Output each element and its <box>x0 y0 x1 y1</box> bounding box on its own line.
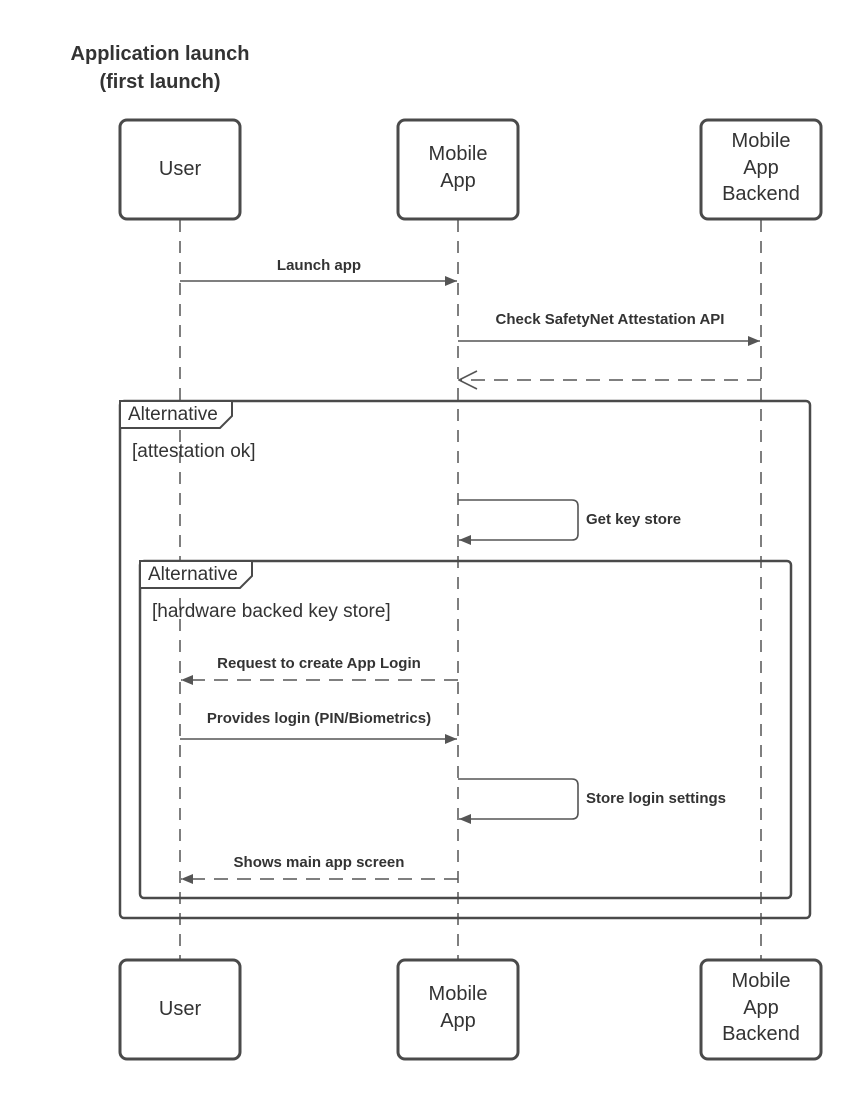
inner-alternative-frame <box>138 559 793 900</box>
participant-backend-top-label-1: Mobile <box>732 130 791 152</box>
diagram-title-line2: (first launch) <box>99 71 220 93</box>
participant-backend-bottom-label-1: Mobile <box>732 970 791 992</box>
outer-alternative-operator: Alternative <box>128 404 218 425</box>
participant-backend-bottom-label-2: App <box>743 997 779 1019</box>
message-store-login-arrow <box>458 778 579 824</box>
participant-user-bottom-label: User <box>159 998 202 1020</box>
participant-mobile-app-bottom-label-1: Mobile <box>429 983 488 1005</box>
participant-backend-top-label-2: App <box>743 157 779 179</box>
participant-backend-bottom: Mobile App Backend <box>699 958 823 1061</box>
participant-mobile-app-top: Mobile App <box>396 118 520 221</box>
participant-backend-top: Mobile App Backend <box>699 118 823 221</box>
diagram-title-line1: Application launch <box>71 43 250 65</box>
inner-alternative-tab <box>139 560 253 589</box>
inner-alternative-guard: [hardware backed key store] <box>152 601 391 622</box>
message-request-login-label: Request to create App Login <box>217 655 421 672</box>
participant-user-top: User <box>118 118 242 221</box>
message-shows-main-label: Shows main app screen <box>234 854 405 871</box>
message-get-key-store-arrow <box>458 499 579 545</box>
participant-mobile-app-bottom: Mobile App <box>396 958 520 1061</box>
message-store-login-label: Store login settings <box>586 790 726 807</box>
participant-backend-top-label-3: Backend <box>722 183 800 205</box>
message-check-attestation-label: Check SafetyNet Attestation API <box>496 311 725 328</box>
outer-alternative-frame <box>118 399 812 920</box>
participant-user-bottom: User <box>118 958 242 1061</box>
outer-alternative-guard: [attestation ok] <box>132 441 256 462</box>
participant-mobile-app-top-label-1: Mobile <box>429 143 488 165</box>
inner-alternative-operator: Alternative <box>148 564 238 585</box>
outer-alternative-tab <box>119 400 233 429</box>
participant-backend-bottom-label-3: Backend <box>722 1023 800 1045</box>
participant-user-top-label: User <box>159 158 202 180</box>
message-get-key-store-label: Get key store <box>586 511 681 528</box>
message-provides-login-label: Provides login (PIN/Biometrics) <box>207 710 431 727</box>
participant-mobile-app-top-label-2: App <box>440 170 476 192</box>
participant-mobile-app-bottom-label-2: App <box>440 1010 476 1032</box>
message-launch-app-label: Launch app <box>277 257 361 274</box>
